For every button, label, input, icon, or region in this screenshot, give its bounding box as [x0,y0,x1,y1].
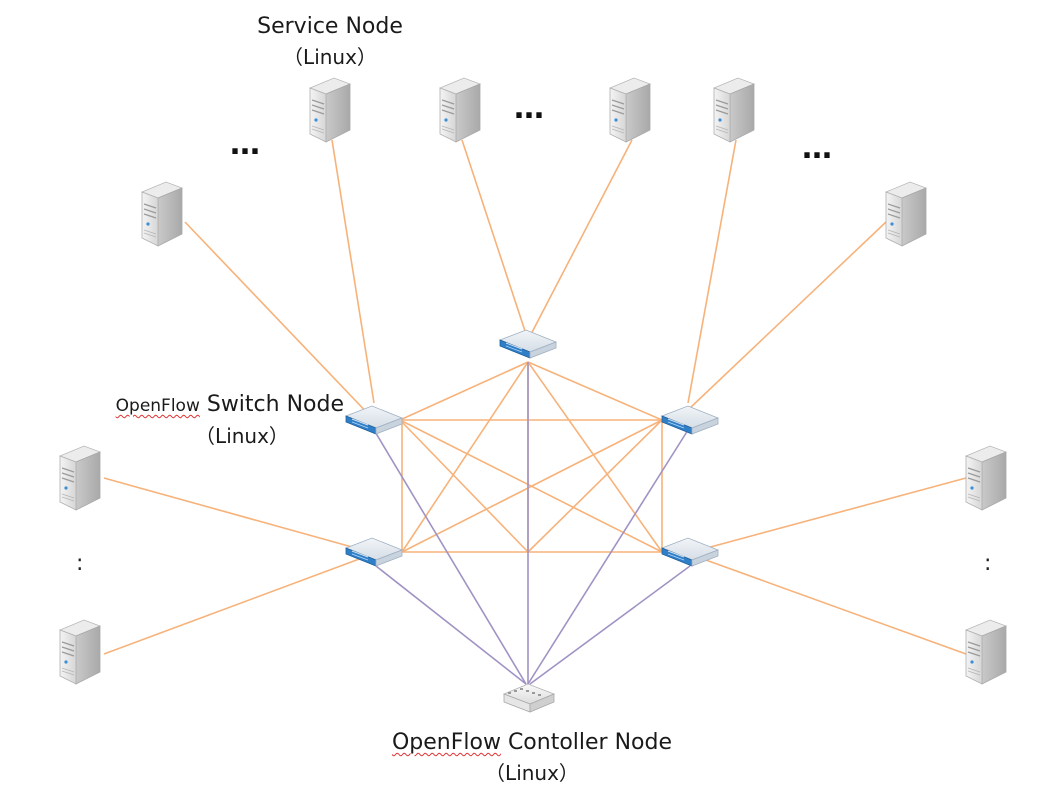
server-tower-icon [713,77,755,143]
server-tower-icon [965,445,1007,511]
link-left-upper-server [103,477,371,553]
server-tower-icon [59,619,101,685]
service-node-os: （Linux） [283,45,377,69]
ellipsis-top-center: … [514,91,546,126]
server-tower-icon [141,181,183,247]
link-left-lower-server [103,554,371,655]
network-switch-icon [661,405,719,435]
ellipsis-top-left: … [230,127,262,162]
vertical-dots-left: : [76,551,84,576]
network-switch-icon [499,329,557,359]
link-top-center-right-server [527,139,633,341]
server-tower-icon [965,619,1007,685]
controller-node-title: OpenFlow Contoller Node [372,728,692,758]
controller-node-brand: OpenFlow [391,730,501,755]
link-top-right-b-server [689,221,887,409]
controller-box-icon [503,683,555,713]
controller-node-label: OpenFlow Contoller Node （Linux） [372,728,692,788]
link-right-upper-server [691,477,967,553]
link-top-center-left-server [461,139,529,341]
controller-links [373,362,691,685]
vertical-dots-right: : [984,551,992,576]
switch-node-rest: Switch Node [199,392,344,417]
link-service-node-server [331,139,375,404]
link-top-right-a-server [687,139,737,404]
network-switch-icon [345,405,403,435]
ellipsis-top-right: … [802,131,834,166]
switch-node-os: （Linux） [195,424,289,448]
switch-mesh-links [399,361,663,553]
controller-node-rest: Contoller Node [500,730,673,755]
server-tower-icon [609,77,651,143]
controller-node-os: （Linux） [485,761,579,785]
switch-node-brand: OpenFlow [115,396,200,416]
server-tower-icon [439,77,481,143]
service-node-title: Service Node [257,14,403,39]
server-tower-icon [885,181,927,247]
server-tower-icon [309,77,351,143]
link-right-lower-server [691,554,967,655]
switch-node-label: OpenFlow Switch Node （Linux） [100,390,344,451]
service-node-label: Service Node （Linux） [248,12,412,72]
network-switch-icon [345,537,403,567]
link-top-left-server [184,221,375,421]
switch-node-title: OpenFlow Switch Node [100,390,344,421]
server-tower-icon [59,445,101,511]
service-servers [59,77,1007,685]
service-links [103,139,967,655]
